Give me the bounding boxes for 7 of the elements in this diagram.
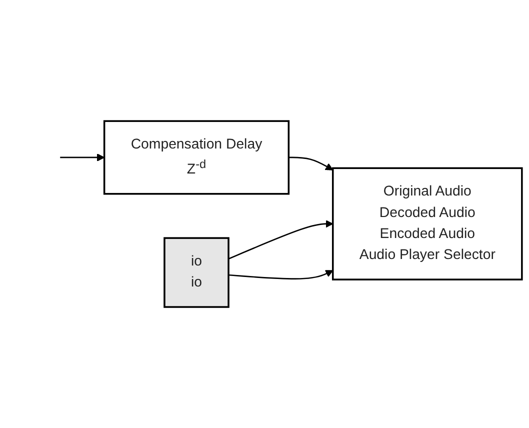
node-box: Original Audio Decoded Audio Encoded Audio Audio Player Selector — [332, 167, 523, 280]
arrow — [228, 270, 334, 280]
arrow — [288, 156, 334, 170]
arrow — [60, 154, 105, 162]
node-box: Compensation Delay Z$^{-d}$ — [103, 120, 290, 195]
node-box: io io — [164, 237, 230, 308]
arrow — [228, 220, 334, 260]
